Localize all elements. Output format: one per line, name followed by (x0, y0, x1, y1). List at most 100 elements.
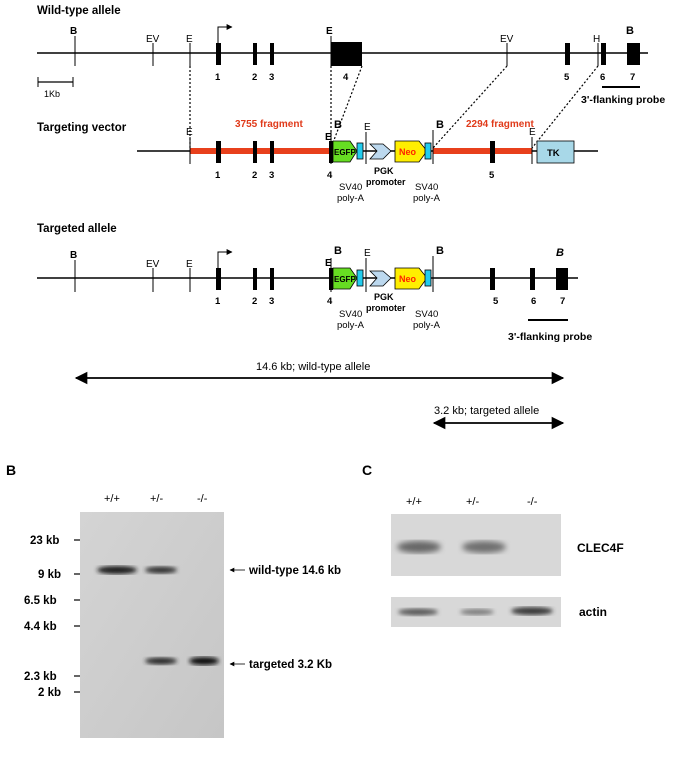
actin-band-lane3 (511, 607, 553, 615)
exon-label: 1 (215, 72, 221, 83)
exon-label: 2 (252, 296, 257, 307)
site-b-label: B (556, 247, 564, 259)
site-b-label: B (626, 25, 634, 37)
tk-label: TK (547, 148, 560, 159)
tk-cassette (536, 140, 575, 164)
pgk-promoter-arrow-icon (369, 270, 392, 287)
actin-label: actin (579, 605, 607, 619)
site-h-label: H (593, 34, 600, 45)
exon-label: 1 (215, 296, 221, 307)
clec4f-band-lane1 (397, 541, 441, 553)
fragment-left-label: 3755 fragment (235, 119, 303, 130)
wildtype-allele-map: Wild-type allele B EV E E EV H B 1 2 3 4… (37, 5, 665, 106)
exon-1 (216, 268, 221, 290)
exon-label: 4 (327, 296, 333, 307)
targeted-allele-title: Targeted allele (37, 223, 117, 235)
actin-band-lane2 (460, 609, 494, 615)
sv40-label: SV40 (339, 309, 362, 320)
site-e-label: E (325, 258, 332, 269)
exon-6 (601, 43, 606, 65)
lane-label: +/+ (406, 496, 422, 508)
clec4f-band-lane2 (462, 541, 506, 553)
exon-5 (490, 268, 495, 290)
egfp-cassette (332, 267, 358, 290)
band-wildtype-lane1 (97, 566, 137, 574)
fragment-size-arrows: 14.6 kb; wild-type allele 3.2 kb; target… (74, 361, 565, 430)
exon-2 (253, 141, 257, 163)
targeted-allele-map: Targeted allele B EV E E B E B B 1 2 3 4… (37, 223, 592, 343)
exon-7 (627, 43, 640, 65)
exon-4 (329, 268, 333, 290)
site-ev-label: EV (146, 34, 160, 45)
exon-label: 5 (493, 296, 499, 307)
exon-3 (270, 43, 274, 65)
targeting-vector-title: Targeting vector (37, 122, 127, 134)
wt-size-label: 14.6 kb; wild-type allele (256, 361, 370, 373)
lane-label: +/- (466, 496, 479, 508)
actin-band-lane1 (398, 608, 438, 616)
exon-2 (253, 268, 257, 290)
exon-1 (216, 141, 221, 163)
site-ev-label: EV (500, 34, 514, 45)
sv40-label: poly-A (337, 193, 365, 204)
exon-5 (565, 43, 570, 65)
exon-label: 3 (269, 296, 274, 307)
pgk-label: PGK (374, 292, 394, 302)
sv40-label: poly-A (413, 193, 441, 204)
lane-label: -/- (197, 493, 208, 505)
exon-label: 6 (531, 296, 536, 307)
exon-4 (329, 141, 333, 163)
site-b-label: B (70, 250, 77, 261)
exon-2 (253, 43, 257, 65)
probe-label: 3'-flanking probe (581, 94, 665, 106)
exon-label: 2 (252, 170, 257, 181)
exon-label: 1 (215, 170, 221, 181)
fragment-right-label: 2294 fragment (466, 119, 534, 130)
exon-label: 3 (269, 170, 274, 181)
panel-c-western-blot: C +/+ +/- -/- CLEC4F actin (362, 462, 624, 627)
fragment-left-bar (190, 148, 331, 154)
pgk-label: promoter (366, 177, 406, 187)
size-marker: 23 kb (30, 535, 59, 547)
exon-label: 5 (489, 170, 495, 181)
clec4f-label: CLEC4F (577, 541, 624, 555)
exon-3 (270, 268, 274, 290)
tss-arrow-icon (217, 249, 233, 269)
panel-b-letter: B (6, 462, 16, 478)
exon-label: 4 (327, 170, 333, 181)
exon-label: 7 (560, 296, 565, 307)
exon-5 (490, 141, 495, 163)
size-marker: 9 kb (38, 569, 61, 581)
exon-label: 3 (269, 72, 274, 83)
egfp-label: EGFP (334, 148, 356, 157)
neo-label: Neo (399, 147, 417, 157)
site-b-label: B (334, 245, 342, 257)
panel-c-letter: C (362, 462, 372, 478)
size-marker: 2 kb (38, 687, 61, 699)
site-b-label: B (334, 119, 342, 131)
site-e-label: E (186, 34, 193, 45)
neo-label: Neo (399, 274, 417, 284)
band-wildtype-label: wild-type 14.6 kb (248, 565, 341, 577)
site-b-label: B (436, 245, 444, 257)
sv40-label: poly-A (337, 320, 365, 331)
exon-7 (556, 268, 568, 290)
size-marker: 4.4 kb (24, 621, 57, 633)
lane-label: -/- (527, 496, 538, 508)
sv40-label: SV40 (339, 182, 362, 193)
exon-label: 6 (600, 72, 605, 83)
site-e-label: E (364, 122, 371, 133)
scale-bar-label: 1Kb (44, 89, 60, 99)
targeted-size-label: 3.2 kb; targeted allele (434, 405, 539, 417)
sv40-box (356, 142, 364, 160)
panel-b-southern-blot: B +/+ +/- -/- 23 kb 9 kb 6.5 kb 4.4 kb 2… (6, 462, 341, 738)
exon-3 (270, 141, 274, 163)
pgk-promoter-arrow-icon (369, 143, 392, 160)
band-targeted-label: targeted 3.2 Kb (249, 659, 332, 671)
sv40-label: SV40 (415, 182, 438, 193)
sv40-box (424, 269, 432, 287)
fragment-right-bar (433, 148, 532, 154)
sv40-label: SV40 (415, 309, 438, 320)
tss-arrow-icon (217, 24, 233, 44)
